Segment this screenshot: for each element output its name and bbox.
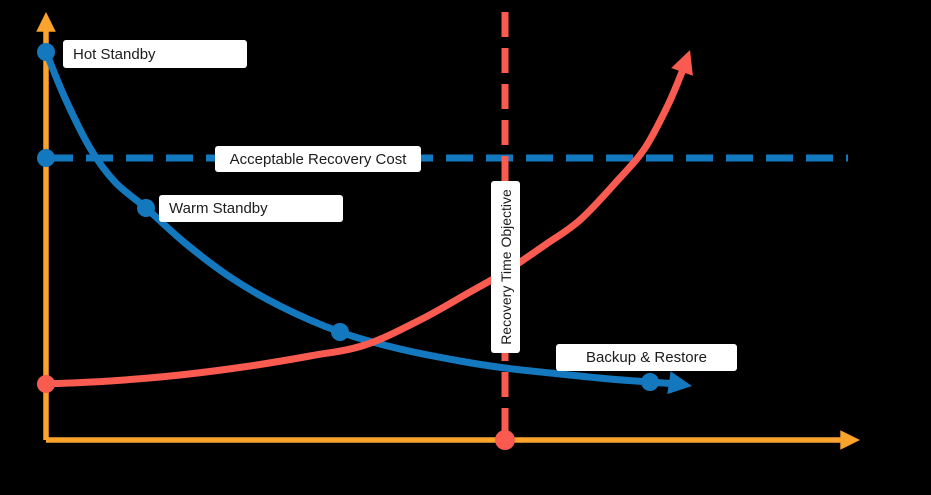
backup-restore-callout: Backup & Restore [556, 344, 737, 371]
recovery-time-objective-callout: Recovery Time Objective [491, 181, 520, 353]
warm-standby-callout: Warm Standby [159, 195, 343, 222]
acceptable-recovery-cost-callout: Acceptable Recovery Cost [215, 146, 421, 172]
recovery-time-objective-label: Recovery Time Objective [497, 189, 514, 345]
hot-standby-callout: Hot Standby [63, 40, 247, 68]
warm-standby-label: Warm Standby [169, 200, 268, 217]
backup-restore-label: Backup & Restore [586, 349, 707, 366]
acceptable-recovery-cost-label: Acceptable Recovery Cost [229, 150, 407, 168]
hot-standby-label: Hot Standby [73, 45, 156, 63]
